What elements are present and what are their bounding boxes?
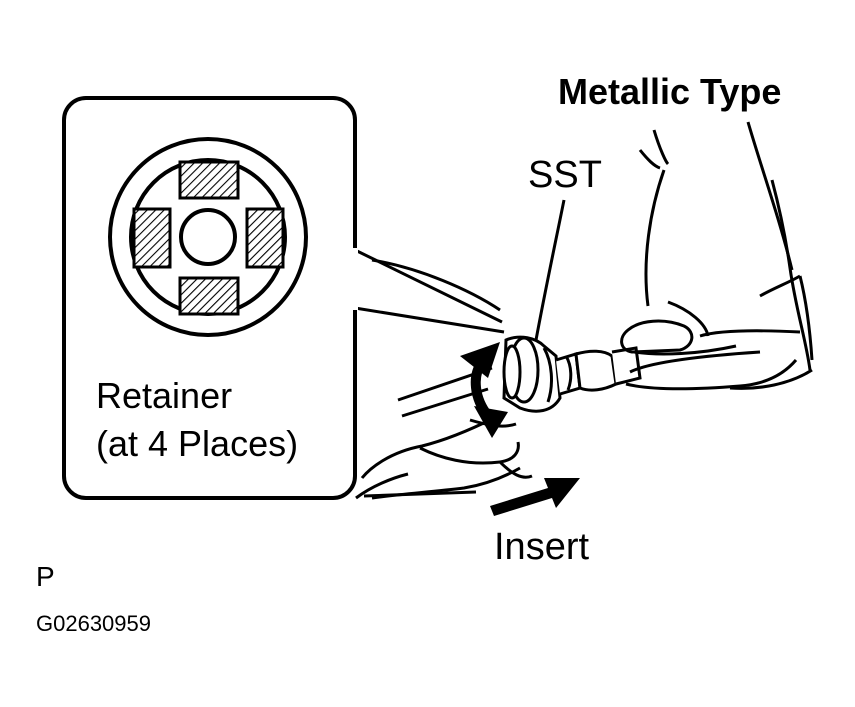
- retainer-end-view: [108, 137, 308, 337]
- metallic-type-label: Metallic Type: [558, 71, 782, 112]
- sst-leader: [534, 199, 566, 341]
- retainer-label: Retainer: [96, 375, 233, 416]
- left-hand: [355, 416, 533, 500]
- insert-arrow-icon: [490, 478, 580, 516]
- figure-code: G02630959: [36, 611, 151, 636]
- retainer-tab-bottom: [178, 276, 240, 316]
- retainer-tab-top: [178, 160, 240, 200]
- page-marker: P: [36, 561, 55, 592]
- right-hand: [620, 129, 814, 391]
- zoom-leader-lines: [354, 248, 505, 334]
- retainer-tab-right: [245, 207, 285, 269]
- retainer-count-label: (at 4 Places): [96, 423, 299, 464]
- insert-label: Insert: [494, 526, 590, 568]
- sst-label: SST: [528, 154, 602, 196]
- rotate-arrow-icon: [460, 342, 508, 438]
- retainer-tab-left: [132, 207, 172, 269]
- quick-connector: [502, 335, 642, 413]
- metallic-type-leader: [746, 121, 794, 271]
